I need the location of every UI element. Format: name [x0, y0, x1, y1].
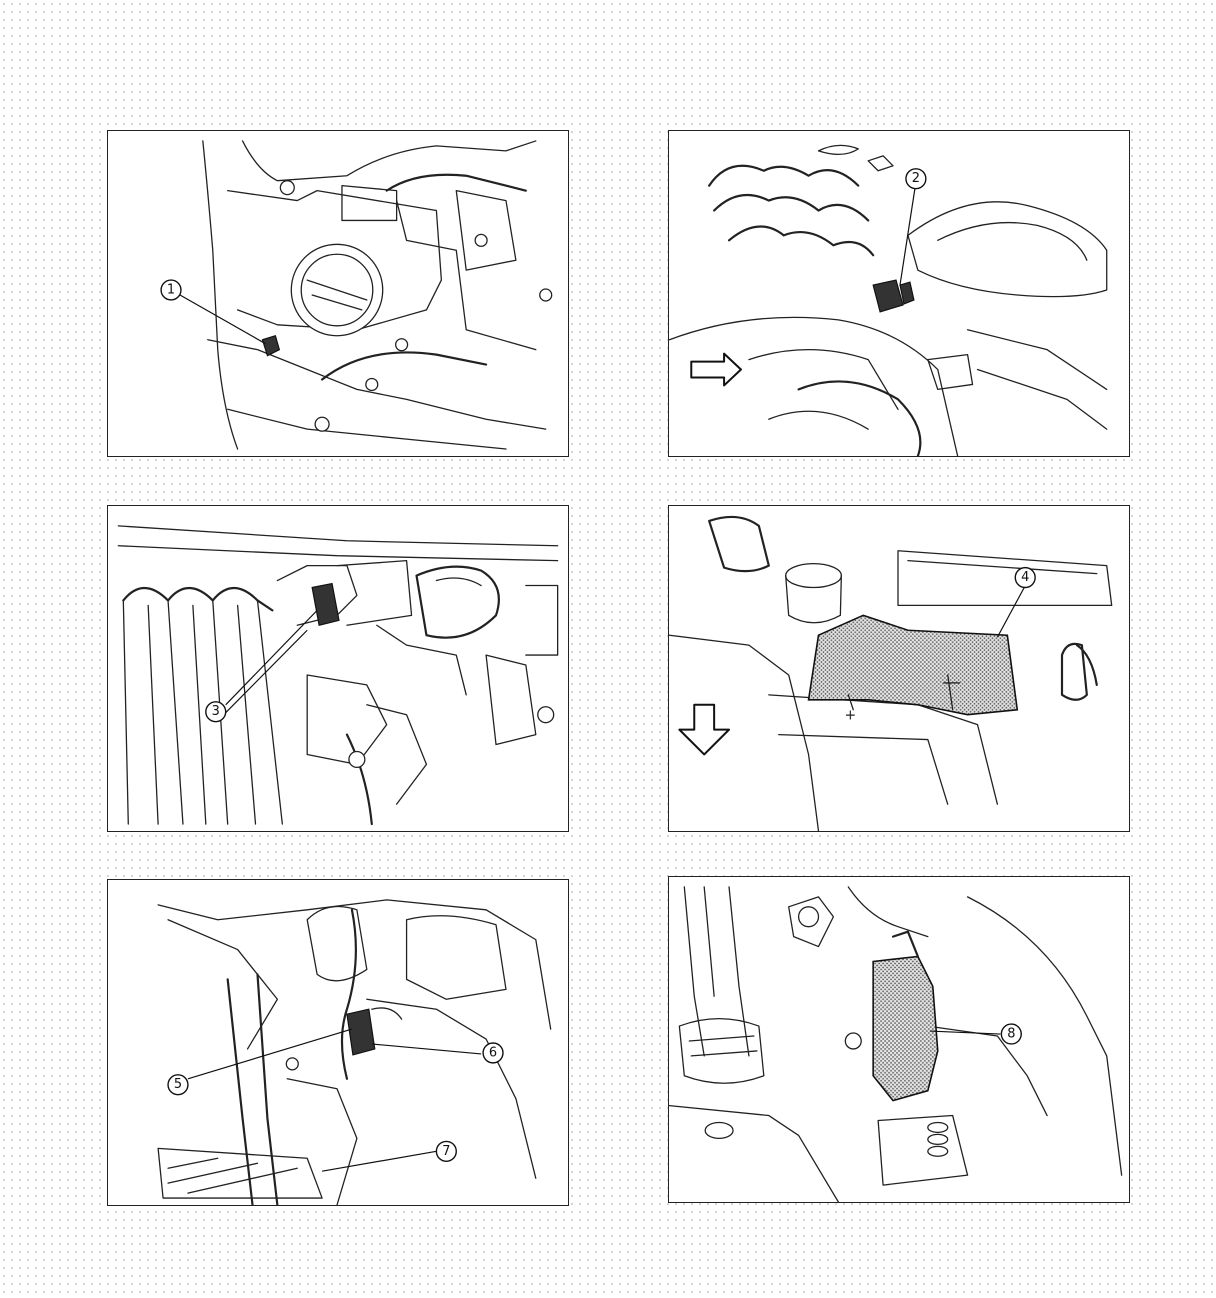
- diagram-panel-1: 1: [107, 130, 569, 457]
- svg-text:7: 7: [442, 1144, 450, 1159]
- svg-text:6: 6: [489, 1045, 497, 1060]
- diagram-panel-6: 8: [668, 876, 1130, 1203]
- svg-text:5: 5: [174, 1077, 182, 1092]
- diagram-panel-2: 2: [668, 130, 1130, 457]
- callout-2: 2: [905, 168, 927, 190]
- pedal-illustration-5: 5 6 7: [157, 899, 552, 1205]
- svg-text:8: 8: [1007, 1027, 1015, 1042]
- pedal-illustration-6: 8: [669, 886, 1123, 1202]
- diagram-panel-5: 5 6 7: [107, 879, 569, 1206]
- svg-text:4: 4: [1021, 570, 1029, 585]
- diagram-panel-4: + 4: [668, 505, 1130, 832]
- callout-1: 1: [160, 279, 182, 301]
- callout-6: 6: [482, 1042, 504, 1064]
- engine-illustration-2: 2: [669, 144, 1108, 456]
- callout-8: 8: [1000, 1023, 1022, 1045]
- callout-5: 5: [167, 1074, 189, 1096]
- engine-illustration-4: + 4: [669, 515, 1113, 831]
- svg-text:3: 3: [212, 704, 220, 719]
- svg-text:2: 2: [912, 171, 920, 186]
- callout-3: 3: [205, 701, 227, 723]
- svg-text:+: +: [844, 708, 856, 724]
- down-arrow-icon: [678, 703, 731, 756]
- engine-illustration-1: 1: [160, 140, 553, 450]
- direction-arrow-icon: [690, 352, 742, 387]
- engine-illustration-3: 3: [117, 525, 559, 826]
- callout-7: 7: [435, 1140, 457, 1162]
- diagram-panel-3: 3: [107, 505, 569, 832]
- svg-text:1: 1: [167, 283, 175, 298]
- callout-4: 4: [1014, 566, 1036, 589]
